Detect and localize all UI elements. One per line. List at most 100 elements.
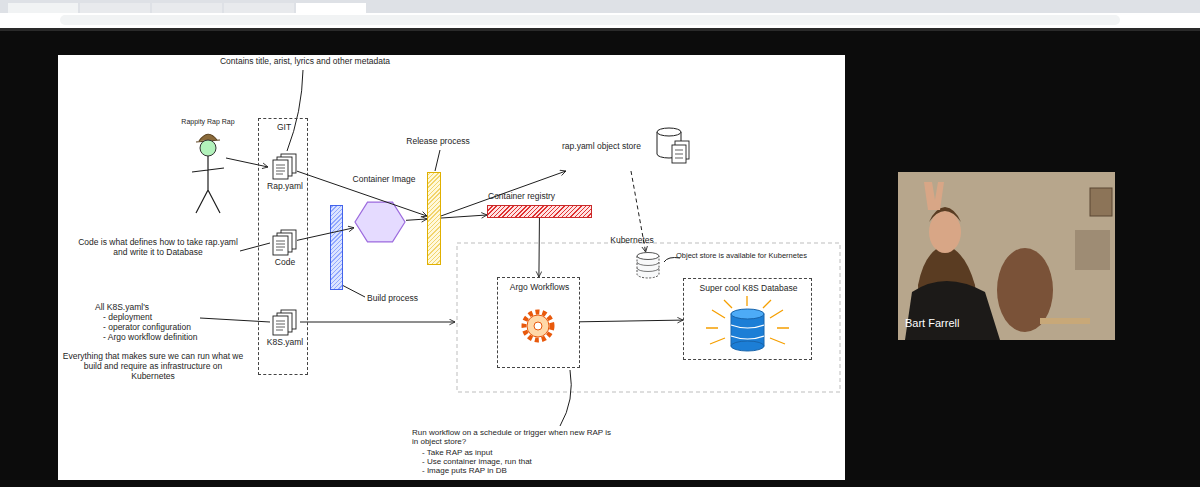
paper-sheet [273, 160, 288, 179]
container-hexagon: Container Image [354, 197, 406, 247]
file-icon-outline [273, 154, 297, 180]
paper-sheet [273, 316, 288, 335]
database-bottom [731, 341, 764, 351]
gear-body [527, 315, 549, 337]
paper-lines [276, 241, 285, 250]
list-item: - deployment [103, 313, 152, 323]
browser-tab [296, 3, 366, 13]
flow-arrow [580, 320, 683, 322]
commit-arrow [226, 158, 268, 167]
paper-lines [276, 165, 285, 174]
workflow-box: Argo Workflows [497, 277, 580, 368]
list-item: - Use container image, run that [422, 457, 532, 466]
annotation: Contains title, arist, lyrics and other … [190, 57, 420, 67]
flow-arrow [631, 171, 646, 252]
flow-arrow [441, 215, 487, 218]
list-item: - Take RAP as input [422, 448, 492, 457]
list-item: - operator configuration [103, 323, 191, 333]
gear-hub [534, 322, 542, 330]
webcam-feed [898, 172, 1115, 340]
storage-cylinder: Kubernetes [636, 252, 660, 278]
annotation: Run workflow on a schedule or trigger wh… [412, 428, 612, 446]
node-label: Container registry [488, 192, 593, 202]
annotation: Code is what defines how to take rap.yam… [72, 238, 244, 258]
annotation: Everything that makes sure we can run wh… [62, 352, 244, 381]
node-label: Code [255, 258, 315, 268]
git-repo-box: GIT Rap.yamlCodeK8S.yaml [258, 118, 308, 375]
file-icon: Code [273, 230, 297, 256]
file-icon: Rap.yaml [273, 154, 297, 180]
file-icon-outline [273, 310, 297, 336]
hexagon-shape [355, 202, 405, 242]
container-hexagon-outline [354, 197, 406, 247]
database-top [731, 309, 764, 319]
node-label: Container Image [344, 175, 424, 185]
process-bar: Build process [330, 205, 343, 290]
shirt [905, 281, 1000, 340]
flow-arrow [297, 228, 354, 241]
process-bar: Release process [427, 172, 441, 265]
guitar-neck [1040, 318, 1090, 324]
leader-line [240, 243, 270, 251]
deploy-arrow [300, 322, 455, 323]
kubernetes-region [457, 243, 840, 392]
file-icon: K8S.yaml [273, 310, 297, 336]
node-label: K8S.yaml [255, 338, 315, 348]
peace-hand [924, 182, 944, 210]
flow-arrow [538, 218, 540, 277]
cylinder-bands [637, 262, 659, 272]
paper-lines [276, 321, 285, 330]
toolbar [0, 13, 1200, 28]
url-bar [60, 15, 1120, 25]
tab-strip [0, 0, 1200, 13]
browser-tab [224, 3, 294, 13]
stick-figure-head [200, 140, 216, 156]
file-icon-outline [273, 230, 297, 256]
object-store: rap.yaml object store [562, 127, 692, 171]
annotation: All K8S.yaml's [95, 303, 149, 313]
database-box: Super cool K8S Database [683, 278, 812, 360]
actor-name: Rappity Rap Rap [168, 118, 248, 126]
stick-figure-body [192, 156, 224, 213]
browser-tab [80, 3, 150, 13]
flow-arrow [406, 219, 427, 220]
annotation: Object store is available for Kubernetes [676, 252, 807, 261]
paper-sheet [273, 236, 288, 255]
leader-line [435, 150, 440, 171]
database-bands [731, 325, 764, 339]
toolbar-edge [0, 28, 1200, 31]
leader-line [200, 318, 270, 322]
node-label: Argo Workflows [498, 283, 581, 293]
face [929, 211, 961, 253]
flow-arrow [297, 171, 427, 216]
cylinder-top [637, 253, 659, 260]
wall-picture [1090, 188, 1112, 216]
cylinder-top [657, 128, 681, 136]
gear-teeth [524, 312, 552, 340]
node-label: Super cool K8S Database [684, 284, 813, 294]
paper-lines [675, 150, 683, 158]
list-item: - Argo workflow definition [103, 333, 198, 343]
flow-arrow [441, 171, 566, 216]
node-label: Release process [398, 137, 478, 147]
browser-tab [8, 3, 78, 13]
leader-line [560, 370, 571, 426]
node-label: GIT [259, 123, 309, 133]
slide [58, 55, 845, 480]
leader-line [287, 70, 303, 151]
node-label: Rap.yaml [255, 182, 315, 192]
browser-tab [152, 3, 222, 13]
node-label: Build process [367, 294, 437, 304]
list-item: - Image puts RAP in DB [422, 466, 507, 475]
wall-shelf [1075, 230, 1110, 270]
paper-sheet [672, 145, 686, 163]
node-label: Kubernetes [602, 236, 662, 246]
node-label: rap.yaml object store [562, 142, 657, 152]
storage-cylinder-outline [636, 252, 660, 278]
participant-name: Bart Farrell [905, 317, 959, 330]
leader-line [340, 284, 365, 297]
registry-band: Container registry [487, 205, 592, 218]
